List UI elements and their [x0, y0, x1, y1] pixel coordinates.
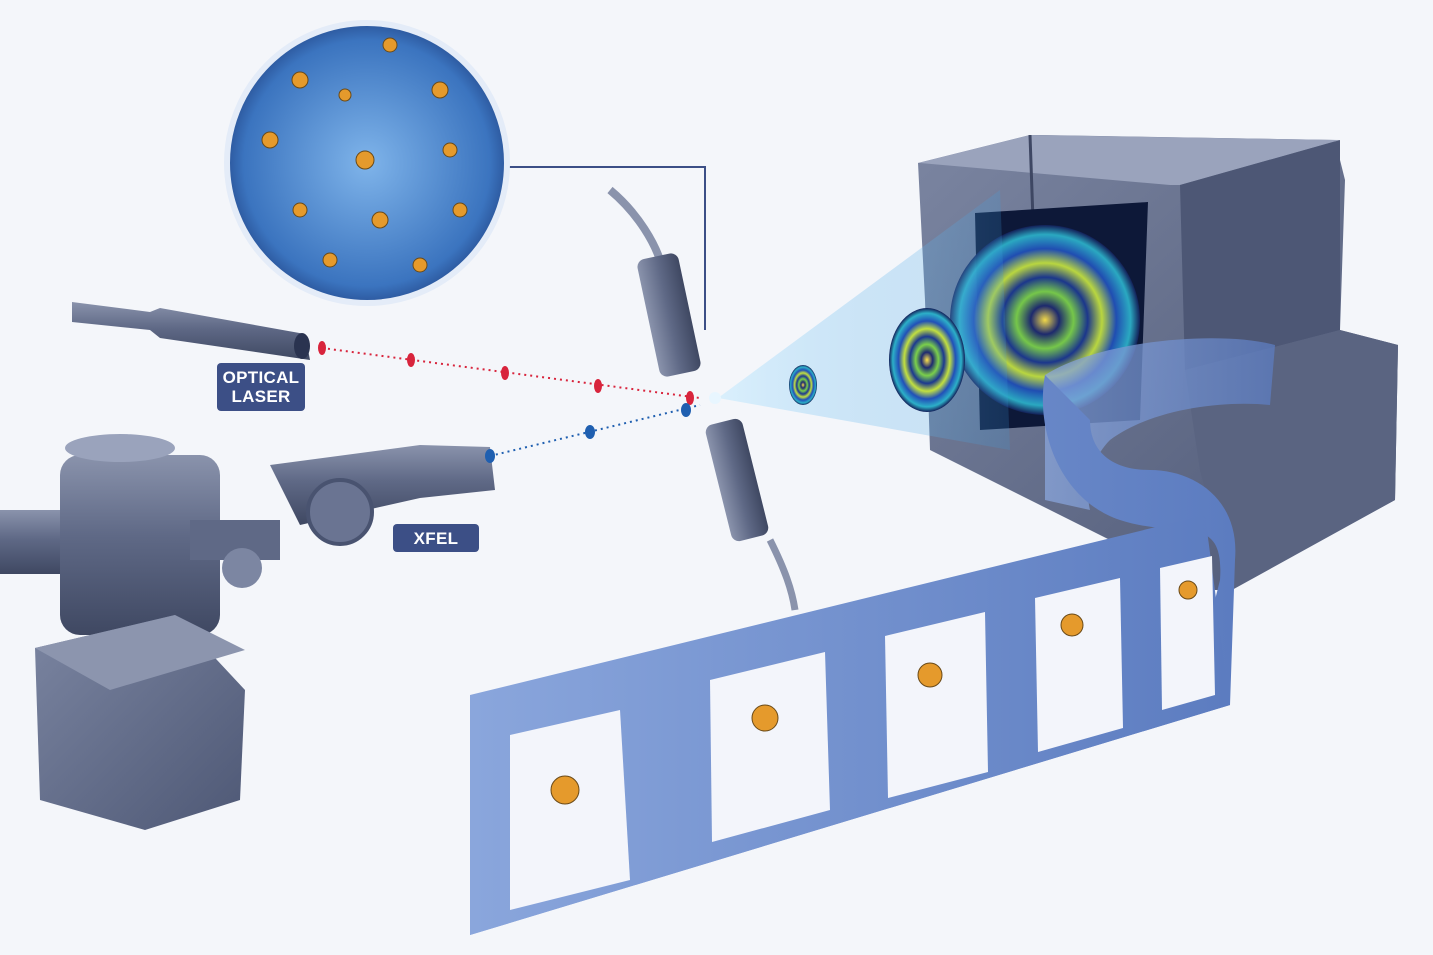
laser-barrel-icon — [72, 302, 310, 360]
film-frame — [510, 556, 1215, 910]
molecule-frames — [550, 580, 1198, 805]
diffraction-pattern-icon — [889, 308, 965, 412]
molecule-cluster-icon — [261, 37, 468, 273]
scatter-cone — [718, 190, 1010, 450]
xfel-label: XFEL — [393, 524, 479, 552]
xfel-vacuum-pipe-icon — [0, 434, 495, 830]
laser-beam — [318, 341, 701, 405]
optical-laser-label-line1: OPTICAL — [222, 368, 300, 387]
xfel-beam — [485, 403, 701, 463]
molecule-magnifier — [224, 20, 706, 330]
optical-laser-label-line2: LASER — [231, 387, 291, 406]
optical-laser-label: OPTICAL LASER — [217, 363, 305, 411]
liquid-jet-nozzle-icon — [607, 186, 799, 611]
film-strip-icon — [470, 338, 1275, 935]
diffraction-pattern-small-icon — [789, 365, 817, 405]
